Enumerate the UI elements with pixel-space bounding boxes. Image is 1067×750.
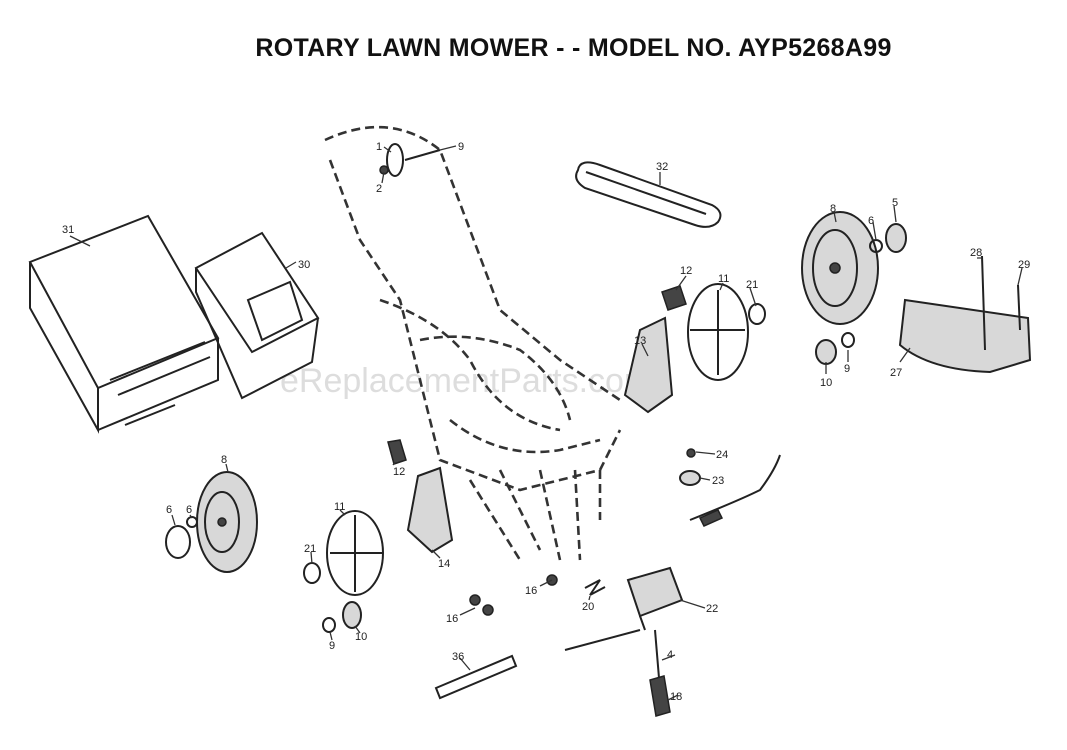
callout-9c: 9 — [329, 640, 335, 652]
callout-2: 2 — [376, 183, 382, 195]
rear-flap-part[interactable] — [898, 255, 1032, 374]
axle-rod-part[interactable] — [434, 654, 518, 700]
callout-6b: 6 — [166, 504, 172, 516]
spring-right-part[interactable] — [661, 285, 687, 311]
callout-1: 1 — [376, 141, 382, 153]
callout-labels: 31 30 1 2 9 32 8 6 5 28 29 12 11 21 13 1… — [62, 141, 1030, 703]
washer-21-left-part[interactable] — [303, 562, 321, 584]
callout-10b: 10 — [355, 631, 367, 643]
washer-21-right-part[interactable] — [748, 303, 766, 325]
callout-5: 5 — [892, 197, 898, 209]
handle-hardware-part[interactable] — [379, 143, 441, 177]
hub-cap-right-part[interactable] — [869, 223, 907, 253]
callout-11b: 11 — [334, 501, 345, 513]
callout-28: 28 — [970, 247, 982, 259]
handle-deck-outline — [324, 125, 622, 561]
height-bracket-right-part[interactable] — [623, 316, 674, 414]
callout-21: 21 — [746, 279, 758, 291]
callout-18: 18 — [670, 691, 682, 703]
spring-18-part[interactable] — [649, 675, 671, 717]
callout-24: 24 — [716, 449, 728, 461]
callout-36: 36 — [452, 651, 464, 663]
callout-12: 12 — [680, 265, 692, 277]
drive-belt-part[interactable] — [575, 161, 722, 228]
callout-8b: 8 — [221, 454, 227, 466]
callout-23: 23 — [712, 475, 724, 487]
callout-12b: 12 — [393, 466, 405, 478]
spring-left-part[interactable] — [387, 439, 407, 465]
callout-20: 20 — [582, 601, 594, 613]
callout-10: 10 — [820, 377, 832, 389]
callout-29: 29 — [1018, 259, 1030, 271]
pinion-left-part[interactable] — [322, 601, 362, 633]
callout-14: 14 — [438, 558, 450, 570]
wheel-gear-right-part[interactable] — [687, 283, 749, 381]
callout-13: 13 — [634, 335, 646, 347]
callout-22: 22 — [706, 603, 718, 615]
rear-wheel-right-part[interactable] — [801, 211, 879, 325]
callout-9: 9 — [458, 141, 464, 153]
callout-27: 27 — [890, 367, 902, 379]
callout-6c: 6 — [186, 504, 192, 516]
callout-16: 16 — [446, 613, 458, 625]
pulley-23-part[interactable] — [679, 448, 701, 486]
callout-30: 30 — [298, 259, 310, 271]
nuts-16-part[interactable] — [469, 574, 558, 616]
diagram-title: ROTARY LAWN MOWER - - MODEL NO. AYP5268A… — [255, 34, 892, 62]
callout-16b: 16 — [525, 585, 537, 597]
height-bracket-left-part[interactable] — [406, 466, 454, 554]
watermark: eReplacementParts.com — [280, 362, 652, 400]
callout-8: 8 — [830, 203, 836, 215]
hub-cap-left-part[interactable] — [165, 516, 198, 559]
leader-lines — [69, 145, 1023, 701]
callout-32: 32 — [656, 161, 668, 173]
wheel-gear-left-part[interactable] — [326, 510, 384, 596]
callout-6: 6 — [868, 215, 874, 227]
callout-4: 4 — [667, 649, 673, 661]
rear-wheel-left-part[interactable] — [196, 471, 258, 573]
callout-9b: 9 — [844, 363, 850, 375]
callout-21b: 21 — [304, 543, 316, 555]
drive-cable-part[interactable] — [689, 454, 781, 527]
callout-11: 11 — [718, 273, 729, 285]
callout-31: 31 — [62, 224, 74, 236]
bag-frame-part[interactable] — [194, 231, 320, 400]
transmission-part[interactable] — [564, 566, 684, 651]
grass-bag-part[interactable] — [28, 214, 220, 434]
spring-20-part[interactable] — [584, 579, 606, 596]
